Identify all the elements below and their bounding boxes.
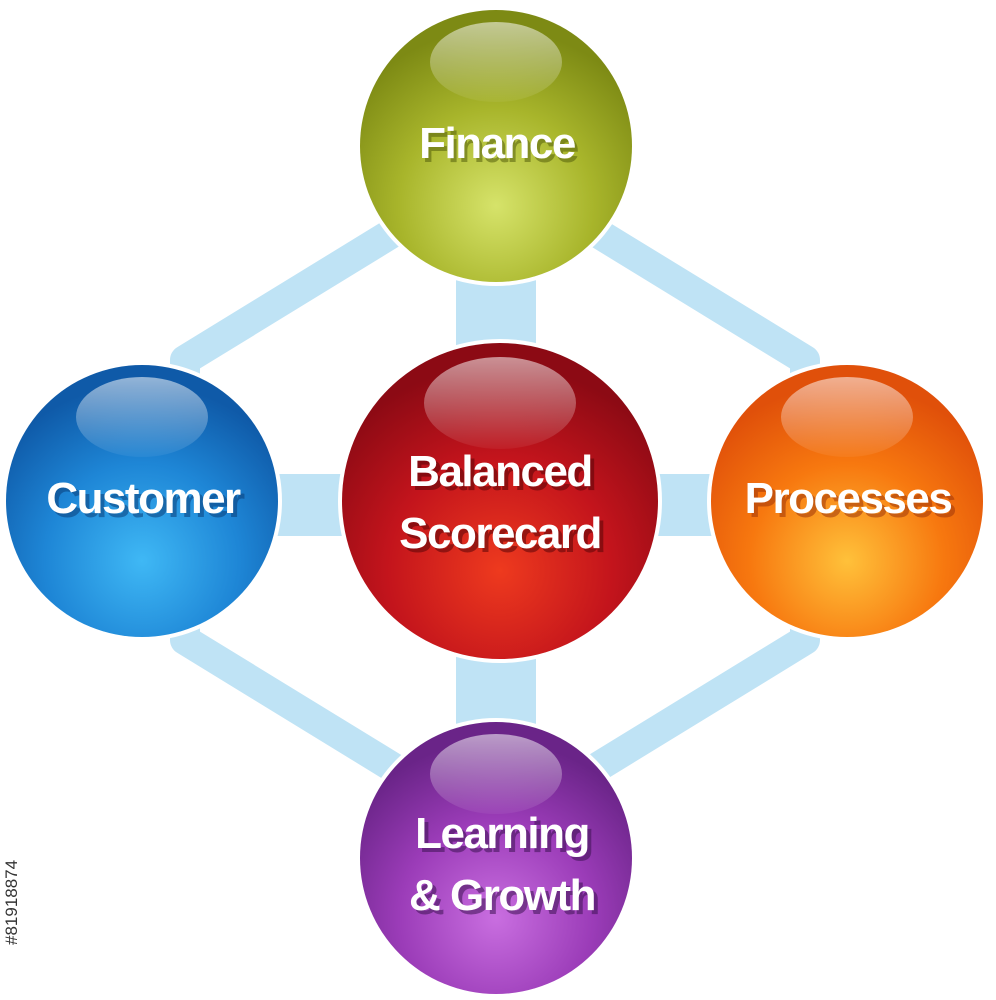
node-processes-label: Processes bbox=[745, 474, 952, 523]
gloss-highlight bbox=[781, 377, 913, 457]
gloss-highlight bbox=[76, 377, 208, 457]
node-bottom-shadow-line-1: Learning bbox=[419, 813, 593, 862]
node-center-label-line-2: Scorecard bbox=[399, 509, 601, 558]
node-processes: Processes Processes bbox=[707, 361, 987, 641]
node-center-shadow-line-1: Balanced bbox=[412, 451, 596, 500]
node-bottom-shadow-line-2: & Growth bbox=[413, 875, 599, 924]
gloss-highlight bbox=[430, 22, 562, 102]
node-bottom-label-line-1: Learning bbox=[415, 809, 589, 858]
stock-id-watermark: #81918874 bbox=[2, 859, 21, 945]
node-balanced-scorecard: Balanced Scorecard Balanced Scorecard bbox=[338, 339, 662, 663]
node-bottom-label-line-2: & Growth bbox=[409, 871, 595, 920]
node-learning-growth: Learning & Growth Learning & Growth bbox=[356, 718, 636, 998]
node-center-shadow-line-2: Scorecard bbox=[403, 513, 605, 562]
node-finance-shadow-line-1: Finance bbox=[422, 123, 578, 172]
gloss-highlight bbox=[430, 734, 562, 814]
node-customer: Customer Customer bbox=[2, 361, 282, 641]
node-processes-shadow-line-1: Processes bbox=[749, 478, 956, 527]
node-center-label-line-1: Balanced bbox=[408, 447, 592, 496]
node-customer-label: Customer bbox=[46, 474, 241, 523]
node-customer-shadow-line-1: Customer bbox=[50, 478, 245, 527]
node-finance: Finance Finance bbox=[356, 6, 636, 286]
node-finance-label: Finance bbox=[419, 119, 575, 168]
gloss-highlight bbox=[424, 357, 576, 449]
